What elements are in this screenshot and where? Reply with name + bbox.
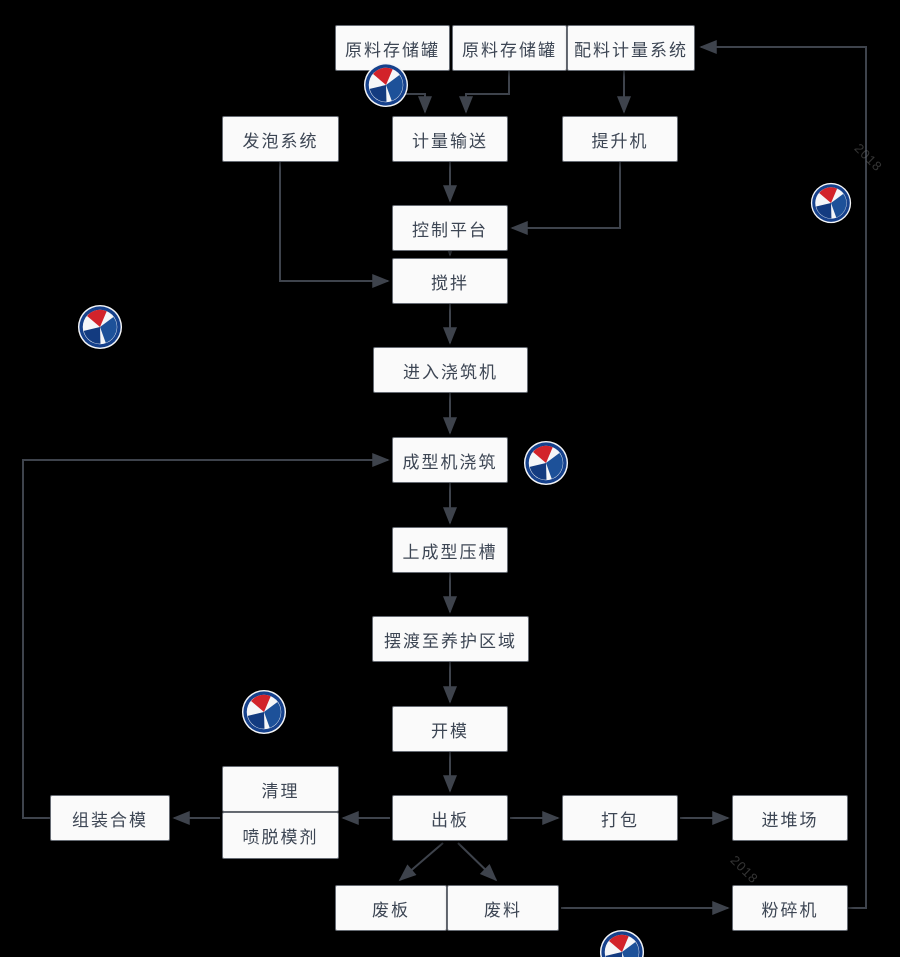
node-label: 打包 bbox=[601, 810, 639, 830]
node-label: 提升机 bbox=[591, 131, 649, 151]
brand-sphere-logo-icon bbox=[523, 440, 569, 486]
edge-tank2-metering bbox=[459, 71, 510, 114]
brand-sphere-logo-icon bbox=[241, 689, 287, 735]
node-waste-material: 废料 bbox=[447, 885, 559, 931]
node-label: 原料存储罐 bbox=[345, 40, 440, 60]
node-board-output: 出板 bbox=[392, 795, 508, 841]
node-label: 原料存储罐 bbox=[462, 40, 557, 60]
node-enter-pouring-machine: 进入浇筑机 bbox=[373, 347, 528, 393]
node-label: 出板 bbox=[431, 810, 469, 830]
edge-foaming-mixing bbox=[279, 162, 390, 288]
node-packing: 打包 bbox=[562, 795, 678, 841]
brand-sphere-logo-icon bbox=[599, 929, 645, 957]
node-label: 控制平台 bbox=[412, 220, 488, 240]
edge-output-wastematerial bbox=[457, 842, 498, 882]
node-batching-metering-system: 配料计量系统 bbox=[567, 25, 695, 71]
node-label: 搅拌 bbox=[431, 273, 469, 293]
edge-output-wasteboard bbox=[398, 842, 444, 882]
node-label: 成型机浇筑 bbox=[402, 452, 498, 472]
node-forming-machine-pouring: 成型机浇筑 bbox=[392, 437, 508, 483]
node-control-platform: 控制平台 bbox=[392, 205, 508, 251]
node-label: 喷脱模剂 bbox=[242, 828, 319, 847]
edge-hoist-control bbox=[510, 162, 621, 235]
node-label: 清理 bbox=[261, 781, 300, 801]
node-assemble-close-mold: 组装合模 bbox=[50, 795, 170, 841]
node-waste-board: 废板 bbox=[335, 885, 447, 931]
node-crusher: 粉碎机 bbox=[732, 885, 848, 931]
node-label: 摆渡至养护区域 bbox=[384, 631, 517, 651]
node-label: 开模 bbox=[431, 721, 469, 741]
node-raw-material-tank-1: 原料存储罐 bbox=[335, 25, 450, 71]
node-label: 废料 bbox=[484, 900, 522, 920]
node-stacking-yard: 进堆场 bbox=[732, 795, 848, 841]
node-mold-opening: 开模 bbox=[392, 706, 508, 752]
edge-crusher-batching bbox=[699, 40, 867, 909]
node-metering-conveyor: 计量输送 bbox=[392, 116, 508, 162]
node-label: 组装合模 bbox=[72, 810, 148, 830]
node-label: 计量输送 bbox=[412, 131, 488, 151]
brand-sphere-logo-icon bbox=[77, 304, 123, 350]
brand-sphere-logo-icon bbox=[810, 182, 852, 224]
node-label: 上成型压槽 bbox=[402, 542, 498, 562]
node-spray-release-agent: 喷脱模剂 bbox=[222, 812, 339, 859]
node-hoist: 提升机 bbox=[562, 116, 678, 162]
node-label: 进入浇筑机 bbox=[403, 362, 498, 382]
node-label: 配料计量系统 bbox=[574, 40, 688, 60]
node-label: 废板 bbox=[372, 900, 410, 920]
brand-sphere-logo-icon bbox=[363, 62, 409, 108]
edge-assemble-forming bbox=[22, 453, 390, 819]
node-label: 粉碎机 bbox=[761, 900, 819, 920]
node-mixing: 搅拌 bbox=[392, 258, 508, 304]
node-foaming-system: 发泡系统 bbox=[222, 116, 339, 162]
node-cleaning: 清理 bbox=[222, 766, 339, 812]
node-upper-forming-press-groove: 上成型压槽 bbox=[392, 527, 508, 573]
node-ferry-to-curing-area: 摆渡至养护区域 bbox=[372, 616, 529, 662]
node-label: 进堆场 bbox=[761, 810, 819, 830]
node-label: 发泡系统 bbox=[242, 131, 319, 151]
node-raw-material-tank-2: 原料存储罐 bbox=[452, 25, 567, 71]
